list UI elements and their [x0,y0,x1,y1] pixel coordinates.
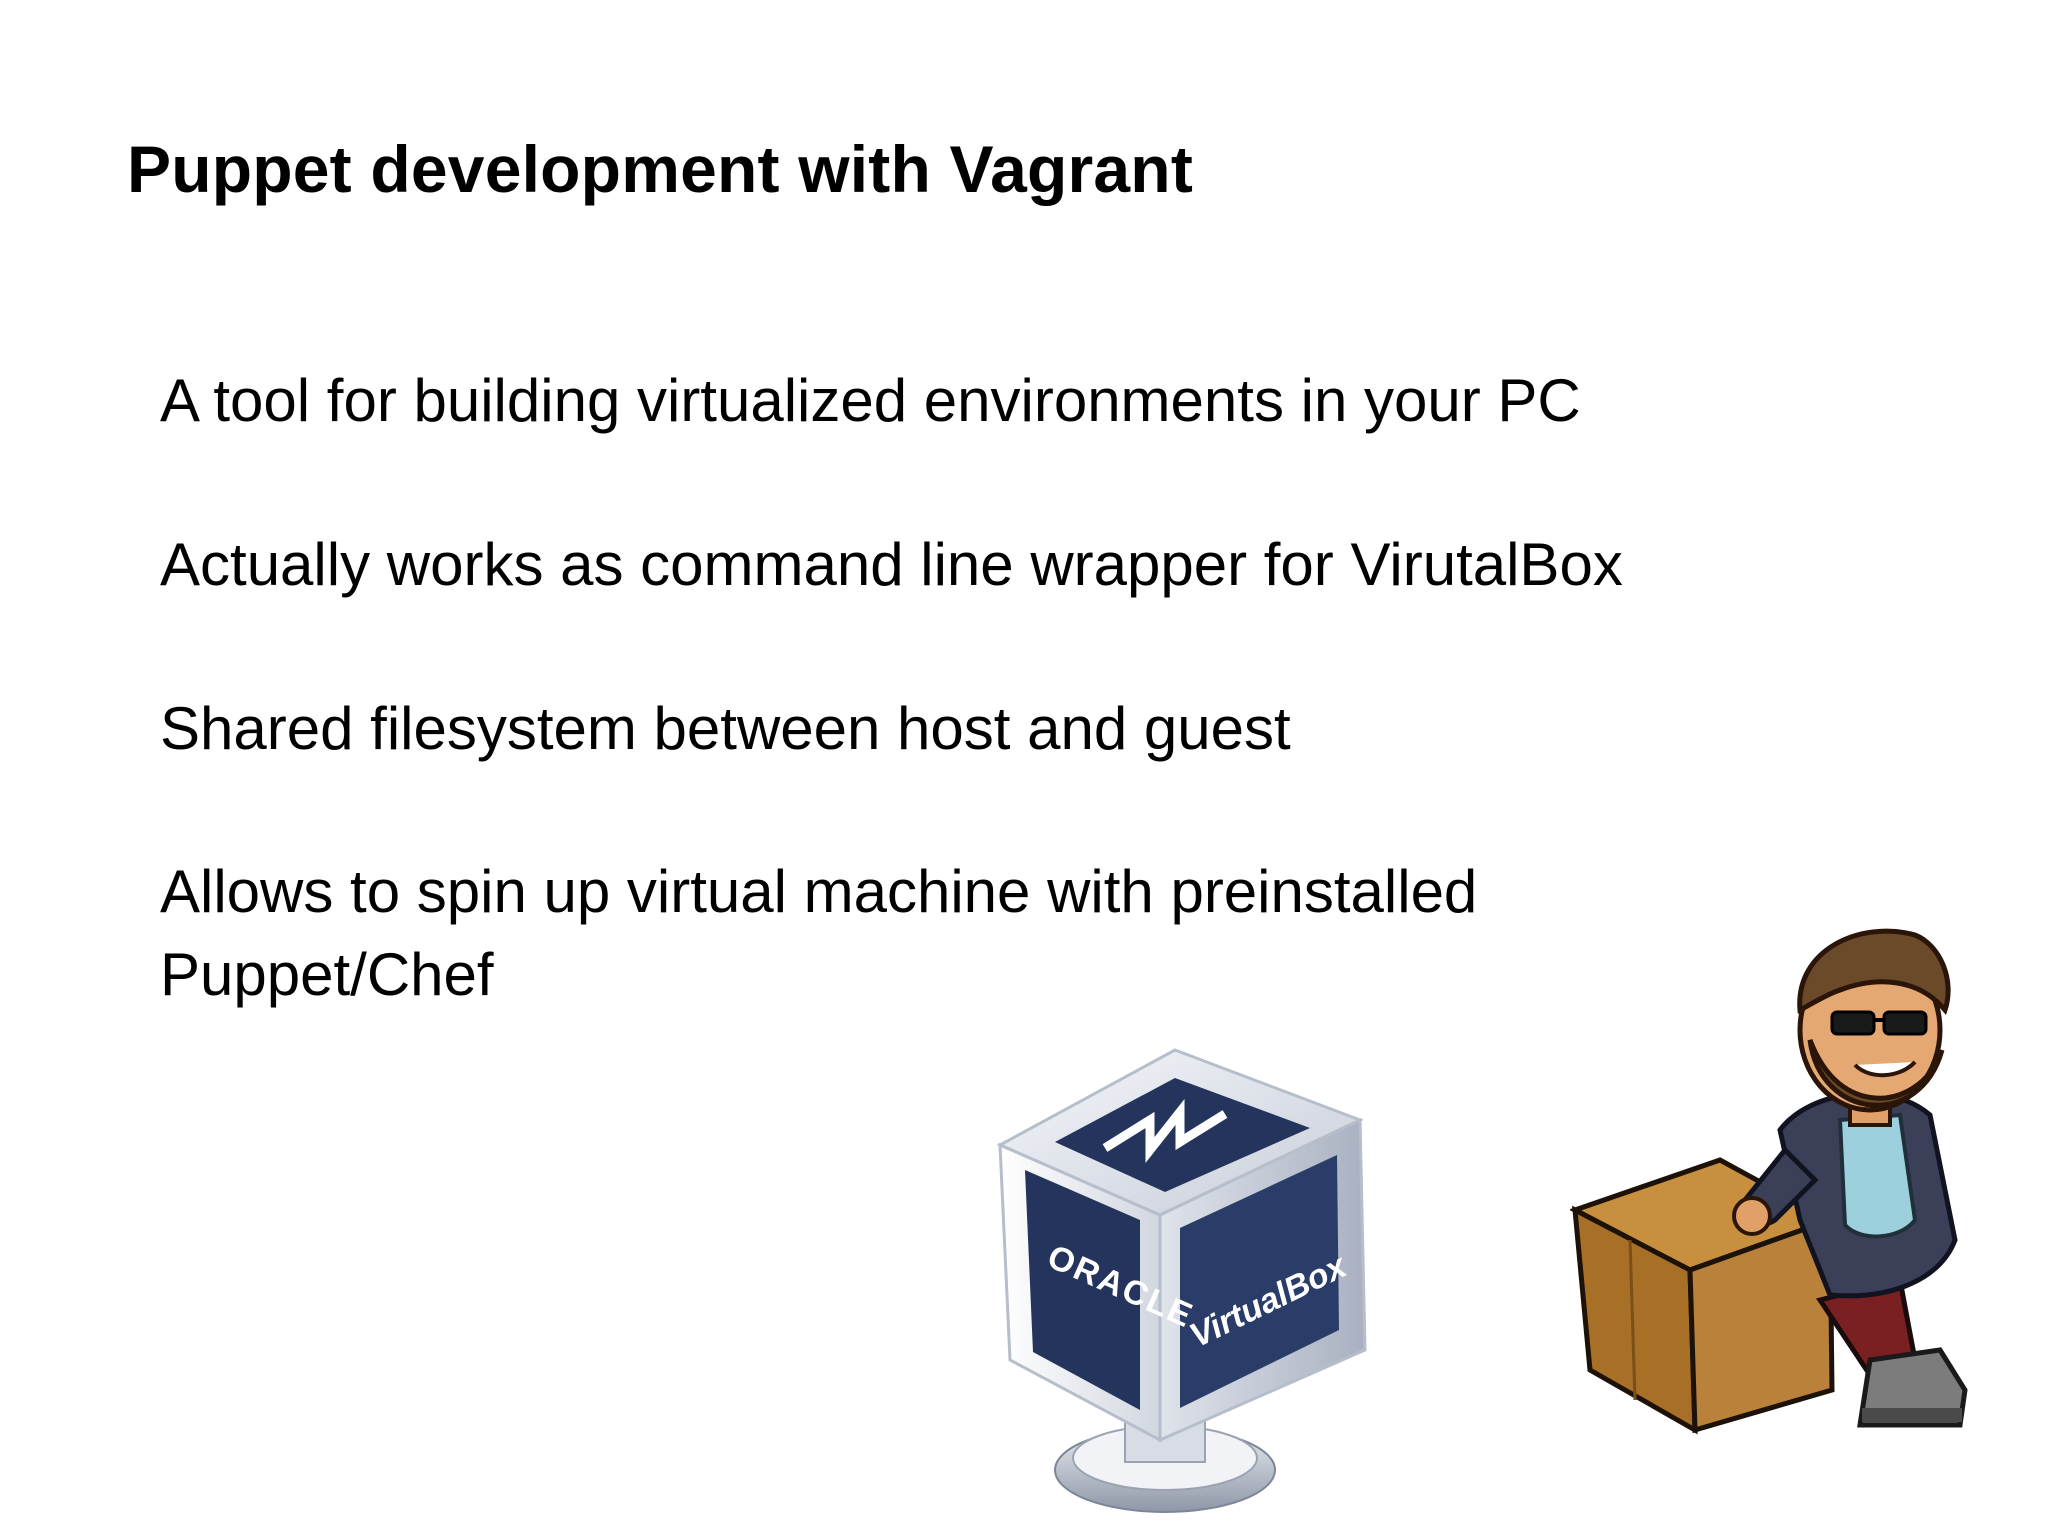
bullet-item-multiline: Allows to spin up virtual machine with p… [160,851,1760,1017]
slide-title: Puppet development with Vagrant [127,132,1194,206]
virtualbox-logo-icon: ORACLE VirtualBox [975,1030,1405,1530]
bullet-item: Actually works as command line wrapper f… [160,530,1623,598]
bullet-item: A tool for building virtualized environm… [160,367,1581,434]
bullet-line-2: Puppet/Chef [160,941,494,1009]
vagrant-mascot-icon [1568,920,2010,1440]
bullet-line-1: Allows to spin up virtual machine with p… [160,858,1478,926]
bullet-item: Shared filesystem between host and guest [160,694,1291,762]
bullet-list: A tool for building virtualized environm… [160,360,1760,1098]
